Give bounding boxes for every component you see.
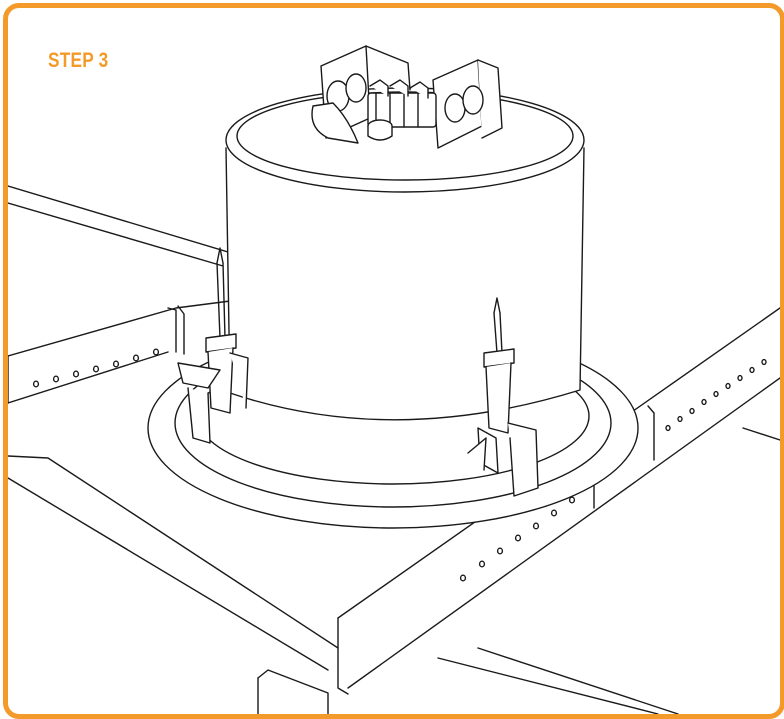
step-title: STEP 3 xyxy=(48,49,109,72)
ceiling-panels xyxy=(8,186,780,714)
knockout-hole xyxy=(463,86,483,114)
knockout-hole xyxy=(346,74,366,102)
left-clamp xyxy=(178,248,248,443)
speaker-installation-illustration xyxy=(8,8,780,714)
instruction-frame: STEP 3 xyxy=(3,3,784,719)
speaker-back-can xyxy=(226,88,584,420)
right-clamp xyxy=(468,298,538,496)
rail-holes-right xyxy=(461,360,766,581)
rail-tab xyxy=(258,670,328,714)
knockout-hole xyxy=(445,94,465,122)
left-mounting-rail xyxy=(8,300,238,403)
rail-holes-left xyxy=(34,349,159,387)
terminal-block xyxy=(312,46,502,148)
